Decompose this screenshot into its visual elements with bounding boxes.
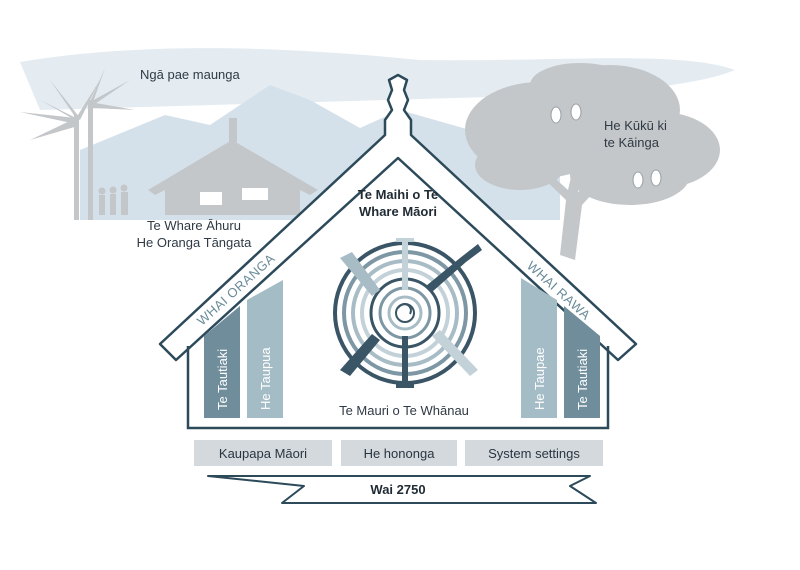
pillar-right-inner: He Taupae bbox=[521, 278, 557, 418]
pillar-right-outer-label: Te Tautiaki bbox=[575, 349, 590, 410]
center-label: Te Mauri o Te Whānau bbox=[339, 403, 469, 418]
people-silhouette bbox=[98, 184, 128, 215]
kuku-label-line2: te Kāinga bbox=[604, 135, 660, 150]
pillar-left-outer-label: Te Tautiaki bbox=[215, 349, 230, 410]
kuku-birds bbox=[550, 103, 662, 189]
foundation bbox=[207, 475, 597, 504]
base-item-hononga: He hononga bbox=[341, 440, 457, 466]
pillar-left-inner: He Taupua bbox=[247, 280, 283, 418]
background-whare bbox=[148, 118, 318, 215]
base-item-kaupapa: Kaupapa Māori bbox=[194, 440, 332, 466]
ridge-label-line1: Te Maihi o Te bbox=[358, 187, 438, 202]
palm-tree-silhouette bbox=[20, 68, 135, 220]
ridge-label-line2: Whare Māori bbox=[359, 204, 437, 219]
house-walls bbox=[186, 346, 610, 430]
base-item-kaupapa-label: Kaupapa Māori bbox=[219, 446, 307, 461]
base-item-system: System settings bbox=[465, 440, 603, 466]
foundation-label: Wai 2750 bbox=[370, 482, 425, 497]
whare-label-line1: Te Whare Āhuru bbox=[147, 218, 241, 233]
pillar-left-outer: Te Tautiaki bbox=[204, 306, 240, 418]
whare-label-line2: He Oranga Tāngata bbox=[137, 235, 252, 250]
pillar-right-outer: Te Tautiaki bbox=[564, 306, 600, 418]
mauri-emblem bbox=[333, 238, 482, 388]
pillar-right-inner-label: He Taupae bbox=[532, 347, 547, 410]
base-item-hononga-label: He hononga bbox=[364, 446, 436, 461]
pillar-left-inner-label: He Taupua bbox=[258, 347, 273, 410]
kuku-label-line1: He Kūkū ki bbox=[604, 118, 667, 133]
mountains-label: Ngā pae maunga bbox=[140, 67, 241, 82]
base-item-system-label: System settings bbox=[488, 446, 580, 461]
